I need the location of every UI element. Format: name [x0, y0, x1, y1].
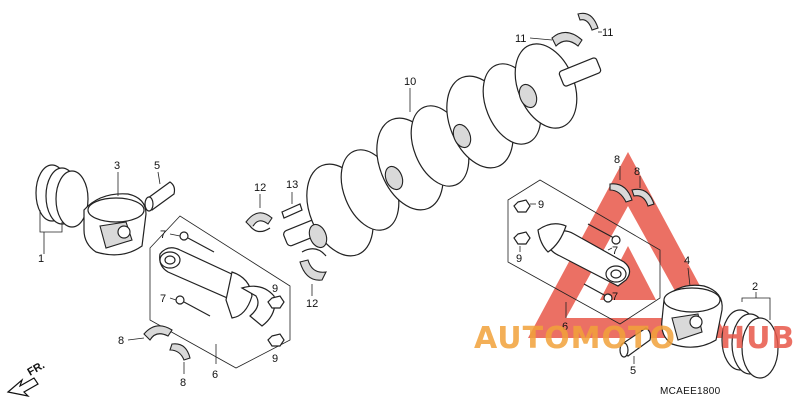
callout-8-right-a: 8 — [614, 154, 620, 166]
front-direction-arrow-icon — [6, 377, 39, 397]
rod-nut-right-lower — [513, 231, 531, 245]
callout-9-right-b: 9 — [516, 253, 522, 265]
callout-6-left: 6 — [212, 369, 218, 381]
callout-9-left-b: 9 — [272, 353, 278, 365]
main-bearing-upper — [245, 212, 273, 233]
piston-pin-right — [619, 327, 652, 358]
rod-bolt-left-lower — [175, 295, 211, 317]
watermark-text: AUTOMOTO HUB — [474, 321, 795, 356]
piston-pin-left — [144, 181, 176, 212]
diagram-code: MCAEE1800 — [660, 386, 721, 397]
rod-bearing-right-a — [609, 183, 633, 203]
callout-10: 10 — [404, 76, 416, 88]
rod-bolt-right-upper — [587, 223, 621, 245]
piston-rings-right — [721, 309, 779, 379]
callout-4: 4 — [684, 255, 690, 267]
callout-7-left-a: 7 — [160, 229, 166, 241]
rod-nut-right-upper — [513, 199, 531, 213]
callout-5-left: 5 — [154, 160, 160, 172]
callout-7-right-b: 7 — [612, 291, 618, 303]
callout-7-right-a: 7 — [612, 245, 618, 257]
callout-5-right: 5 — [630, 365, 636, 377]
callout-3: 3 — [114, 160, 120, 172]
callout-12-upper: 12 — [254, 182, 266, 194]
rod-bearing-right-b — [631, 188, 655, 207]
callout-1: 1 — [38, 253, 44, 265]
callout-12-lower: 12 — [306, 298, 318, 310]
connecting-rod-right — [537, 223, 631, 287]
callout-7-left-b: 7 — [160, 293, 166, 305]
thrust-washer-a — [551, 31, 583, 47]
rod-nut-left-lower — [267, 333, 285, 347]
callout-11-b: 11 — [602, 27, 613, 39]
piston-left — [83, 193, 147, 256]
main-bearing-lower — [299, 248, 327, 281]
thrust-washer-b — [577, 12, 599, 31]
rod-bolt-left-upper — [179, 231, 215, 253]
dowel-pin — [281, 203, 303, 219]
rod-bearing-left-a — [143, 325, 173, 341]
callout-9-left-a: 9 — [272, 283, 278, 295]
callout-8-right-b: 8 — [634, 166, 640, 178]
callout-8-left-a: 8 — [118, 335, 124, 347]
watermark-text-left: AUTOMOTO — [474, 321, 676, 356]
crankshaft — [283, 43, 602, 257]
rod-bearing-left-b — [169, 343, 191, 361]
callout-2: 2 — [752, 281, 758, 293]
rod-nut-left-upper — [267, 295, 285, 309]
direction-label: FR. — [26, 359, 47, 378]
callout-8-left-b: 8 — [180, 377, 186, 389]
piston-rings-left — [35, 164, 89, 228]
callout-6-right: 6 — [562, 321, 568, 333]
piston-right — [661, 284, 723, 348]
callout-9-right-a: 9 — [538, 199, 544, 211]
callout-11-a: 11 — [515, 33, 526, 45]
connecting-rod-left — [159, 247, 276, 327]
watermark-text-right: HUB — [720, 321, 795, 356]
callout-13: 13 — [286, 179, 298, 191]
